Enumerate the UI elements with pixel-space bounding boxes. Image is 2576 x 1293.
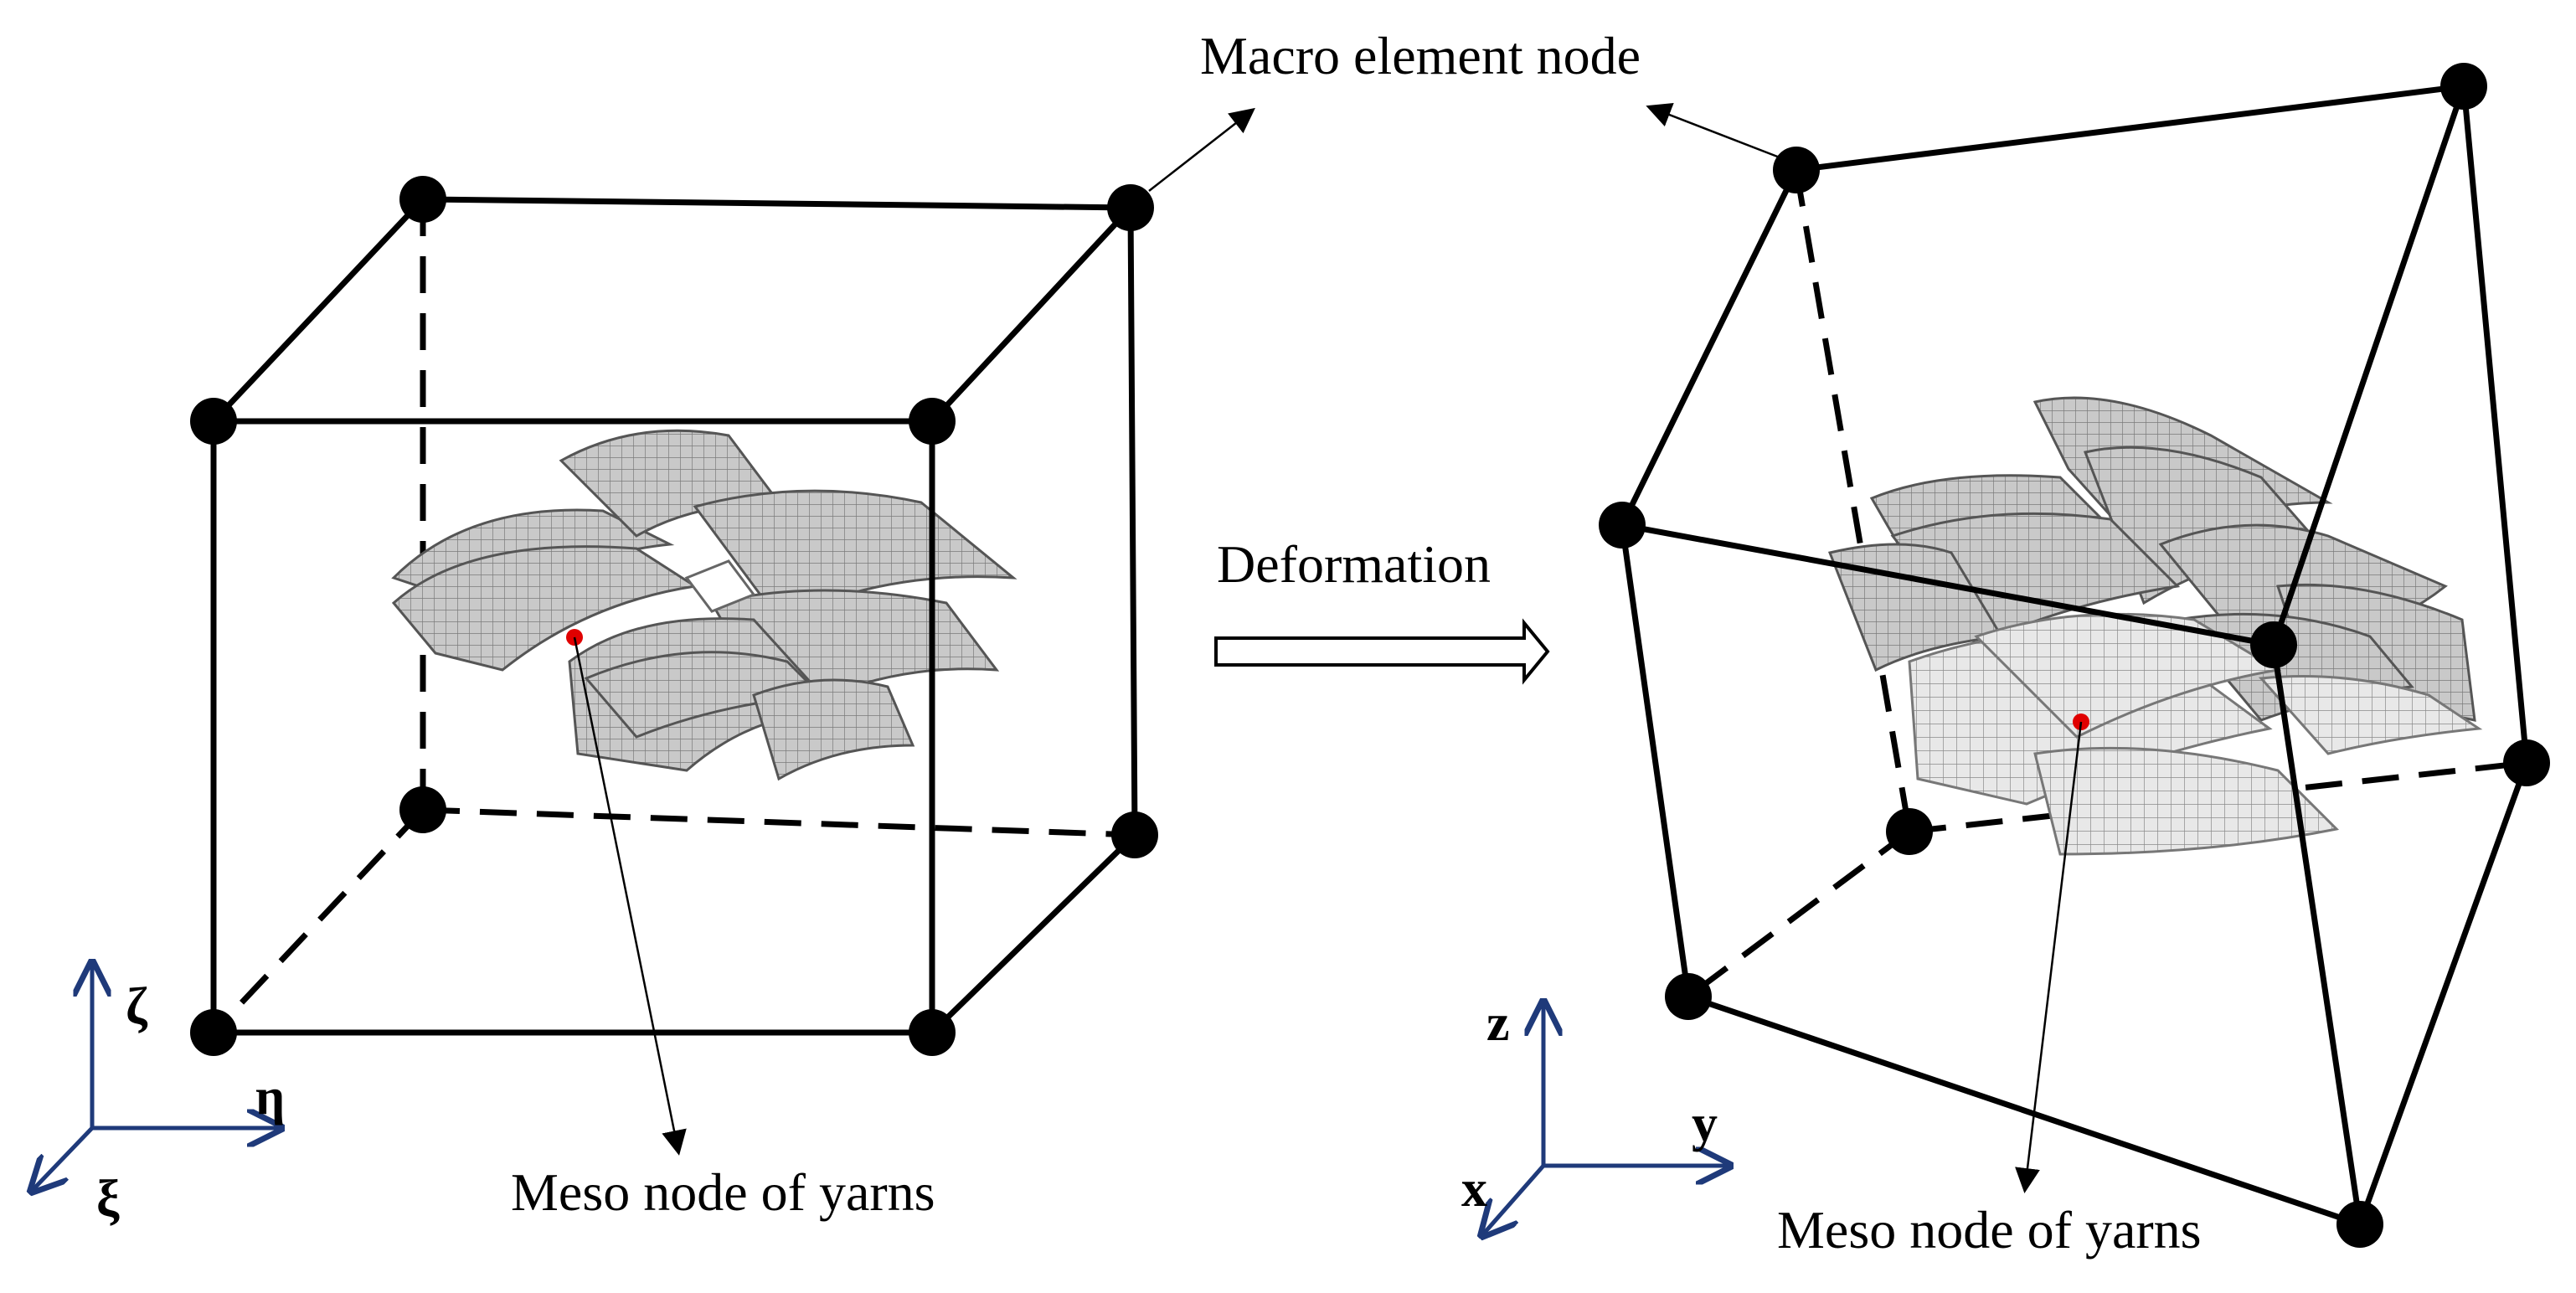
yarn-weave-left xyxy=(391,429,1018,781)
yarn xyxy=(1974,612,2282,739)
edge xyxy=(210,196,426,425)
axis-label-x: x xyxy=(1461,1161,1487,1218)
edge xyxy=(1619,522,1692,1000)
meso-node-label-left: Meso node of yarns xyxy=(511,1162,935,1222)
macro-node xyxy=(909,1009,956,1056)
hollow-arrow xyxy=(1214,618,1550,685)
deformation-label: Deformation xyxy=(1217,534,1491,594)
macro-node xyxy=(2336,1201,2383,1248)
axis-label-zeta: ζ xyxy=(126,978,148,1035)
edge xyxy=(929,832,1138,1036)
leader-line xyxy=(1148,107,1255,192)
yarn xyxy=(2033,746,2340,856)
edge xyxy=(2460,83,2530,766)
macro-node xyxy=(190,1009,237,1056)
yarn xyxy=(559,429,781,538)
edge xyxy=(1619,167,1800,528)
yarn xyxy=(752,678,915,781)
leader-line xyxy=(573,636,687,1156)
macro-node xyxy=(1107,184,1154,231)
macro-node xyxy=(2440,63,2487,110)
macro-node xyxy=(1111,811,1158,858)
axes-right: z y x xyxy=(1461,995,1729,1235)
yarn-gap xyxy=(684,559,756,613)
macro-node xyxy=(399,786,446,833)
axis-label-eta: η xyxy=(255,1069,285,1126)
macro-node xyxy=(399,176,446,223)
macro-node xyxy=(1599,502,1646,549)
edge xyxy=(1793,83,2467,173)
hidden-edge xyxy=(422,806,1136,838)
macro-element-node-label: Macro element node xyxy=(1200,26,1641,85)
yarn xyxy=(2258,675,2483,755)
edge xyxy=(929,204,1134,425)
axis-label-xi: ξ xyxy=(96,1171,120,1228)
macro-node xyxy=(2503,739,2550,786)
edge xyxy=(2357,760,2530,1228)
axis-diag xyxy=(1482,1164,1545,1235)
undeformed-element xyxy=(190,176,1158,1156)
edge xyxy=(420,196,1134,211)
deformation-arrow: Deformation xyxy=(1214,534,1550,685)
leader-line xyxy=(1646,103,1780,159)
edge xyxy=(1619,522,2277,648)
macro-node xyxy=(1665,973,1712,1020)
edge xyxy=(1685,993,2363,1228)
deformed-element xyxy=(1599,63,2550,1248)
macro-node xyxy=(1886,808,1933,855)
hidden-edge xyxy=(1686,829,1912,999)
macro-node xyxy=(2250,621,2297,668)
edge xyxy=(2270,641,2363,1228)
yarn-weave-right xyxy=(1827,396,2483,856)
macro-node xyxy=(190,398,237,445)
edge xyxy=(2270,83,2467,648)
hidden-edge xyxy=(211,807,425,1035)
leader-line xyxy=(2015,721,2083,1193)
axis-label-z: z xyxy=(1486,995,1510,1052)
macro-node xyxy=(1773,147,1820,193)
edge xyxy=(1127,204,1138,838)
axes-left: ζ η ξ xyxy=(32,963,285,1228)
meso-node-label-right: Meso node of yarns xyxy=(1777,1200,2202,1260)
axis-label-y: y xyxy=(1692,1095,1718,1152)
macro-node xyxy=(909,398,956,445)
axis-diag xyxy=(32,1126,94,1191)
